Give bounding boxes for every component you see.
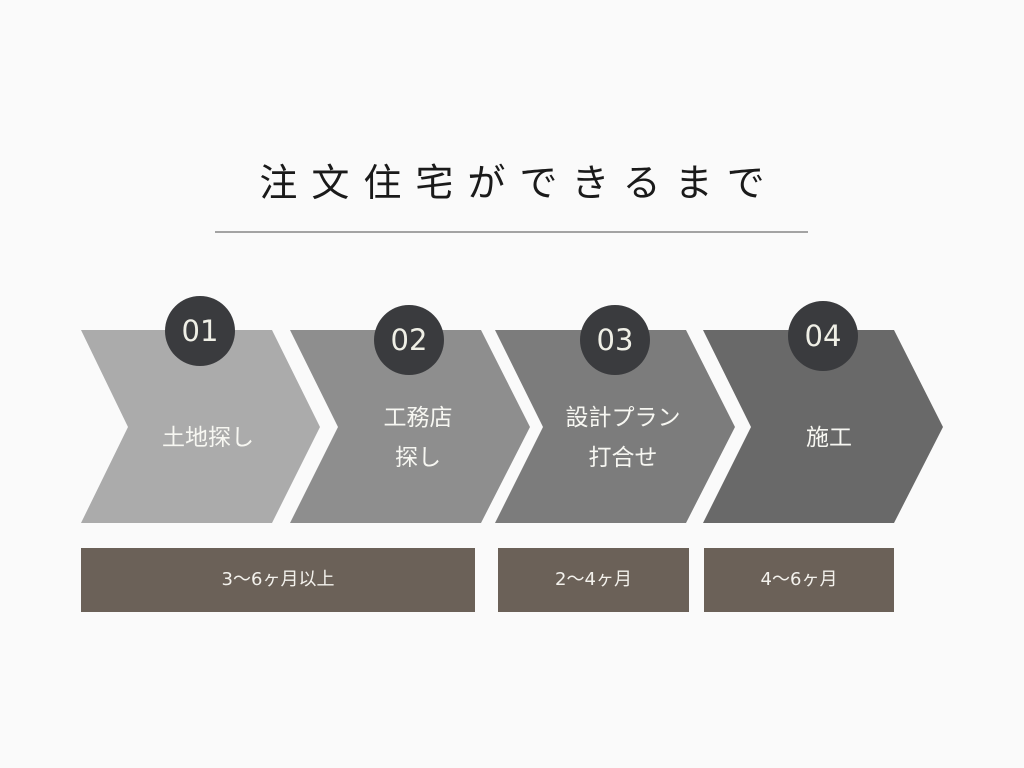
chevron-step-1 [81, 330, 320, 523]
step-2-label: 工務店 探し [318, 398, 518, 478]
step-3-number-badge: 03 [580, 305, 650, 375]
duration-bar-step-4: 4〜6ヶ月 [704, 548, 894, 612]
chevron-step-4 [703, 330, 943, 523]
step-3-label: 設計プラン 打合せ [523, 398, 723, 478]
chevron-step-2 [290, 330, 530, 523]
step-1-label-line1: 土地探し [162, 425, 254, 451]
step-1-label: 土地探し [108, 418, 308, 458]
step-4-label: 施工 [729, 418, 929, 458]
chevron-step-3 [495, 330, 735, 523]
step-4-label-line1: 施工 [806, 425, 852, 451]
duration-bar-step-3: 2〜4ヶ月 [498, 548, 689, 612]
step-3-label-line2: 打合せ [588, 445, 658, 471]
step-2-number-badge: 02 [374, 305, 444, 375]
step-1-number-badge: 01 [165, 296, 235, 366]
step-3-label-line1: 設計プラン [565, 405, 681, 431]
page-title: 注文住宅ができるまで [259, 161, 779, 205]
duration-bar-steps-1-2: 3〜6ヶ月以上 [81, 548, 475, 612]
step-2-label-line1: 工務店 [383, 405, 453, 431]
title-divider [215, 231, 808, 233]
step-4-number-badge: 04 [788, 301, 858, 371]
step-2-label-line2: 探し [395, 445, 441, 471]
